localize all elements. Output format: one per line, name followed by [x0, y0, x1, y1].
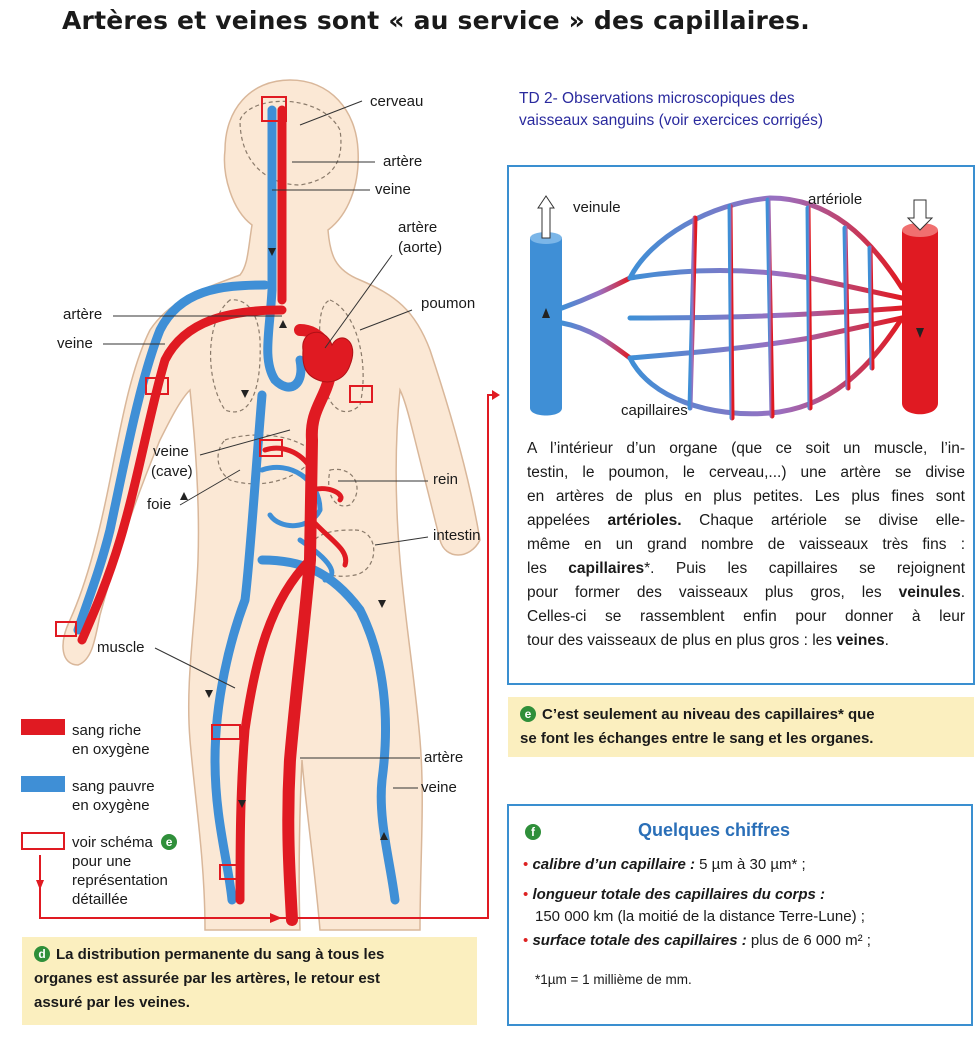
legend-poor: sang pauvre en oxygène — [72, 778, 155, 814]
label-artere-leg: artère — [424, 749, 464, 766]
description-paragraph: A l’intérieur d’un organe (que ce soit u… — [527, 440, 965, 649]
badge-d-icon: d — [34, 946, 50, 962]
body-silhouette — [62, 79, 481, 931]
label-poumon: poumon — [421, 295, 476, 312]
label-veine-arm: veine — [57, 335, 93, 352]
label-aorte: (aorte) — [398, 239, 443, 256]
detail-frames — [55, 96, 373, 880]
chiffres-panel: f Quelques chiffres • calibre d’un capil… — [507, 804, 973, 1026]
legend-schema: voir schéma e pour une représentation dé… — [72, 833, 183, 909]
chiffres-footnote: *1µm = 1 millième de mm. — [535, 972, 692, 987]
label-veinule: veinule — [573, 199, 621, 216]
link-line — [39, 394, 498, 919]
label-cerveau: cerveau — [370, 93, 424, 110]
heart — [302, 331, 354, 383]
flow-arrows — [180, 248, 388, 840]
capillary-network-diagram — [530, 195, 938, 421]
legend-swatch-rich — [21, 719, 65, 735]
label-arteriole: artériole — [808, 191, 863, 208]
label-cave: (cave) — [151, 463, 193, 480]
badge-e-icon: e — [520, 706, 536, 722]
badge-e-icon: e — [161, 834, 178, 850]
circulatory-system-illustration — [36, 79, 500, 931]
label-veine-head: veine — [375, 181, 411, 198]
chiffre-item-longueur: • longueur totale des capillaires du cor… — [523, 886, 865, 925]
label-capillaires: capillaires — [621, 402, 688, 419]
label-veine-leg: veine — [421, 779, 457, 796]
label-veine-cave: veine — [153, 443, 189, 460]
chiffre-item-calibre: • calibre d’un capillaire : 5 µm à 30 µm… — [523, 856, 806, 873]
label-artere-head: artère — [383, 153, 423, 170]
label-artere-aorte: artère — [398, 219, 438, 236]
chiffre-item-surface: • surface totale des capillaires : plus … — [523, 932, 871, 949]
label-foie: foie — [147, 496, 172, 513]
chiffres-title: Quelques chiffres — [638, 820, 791, 840]
arteriole — [902, 230, 938, 415]
label-muscle: muscle — [97, 639, 145, 656]
label-intestin: intestin — [433, 527, 481, 544]
leader-lines — [103, 100, 429, 789]
label-rein: rein — [433, 471, 459, 488]
page-title: Artères et veines sont « au service » de… — [62, 6, 810, 35]
label-artere-arm: artère — [63, 306, 103, 323]
capillary-mesh — [559, 195, 905, 421]
legend-rich: sang riche en oxygène — [72, 722, 150, 758]
badge-f-icon: f — [525, 824, 541, 840]
legend-swatch-poor — [21, 776, 65, 792]
capillary-panel — [507, 165, 975, 685]
td-title: TD 2- Observations microscopiques des va… — [519, 90, 824, 129]
venule — [530, 238, 562, 416]
legend-swatch-schema — [21, 832, 65, 850]
